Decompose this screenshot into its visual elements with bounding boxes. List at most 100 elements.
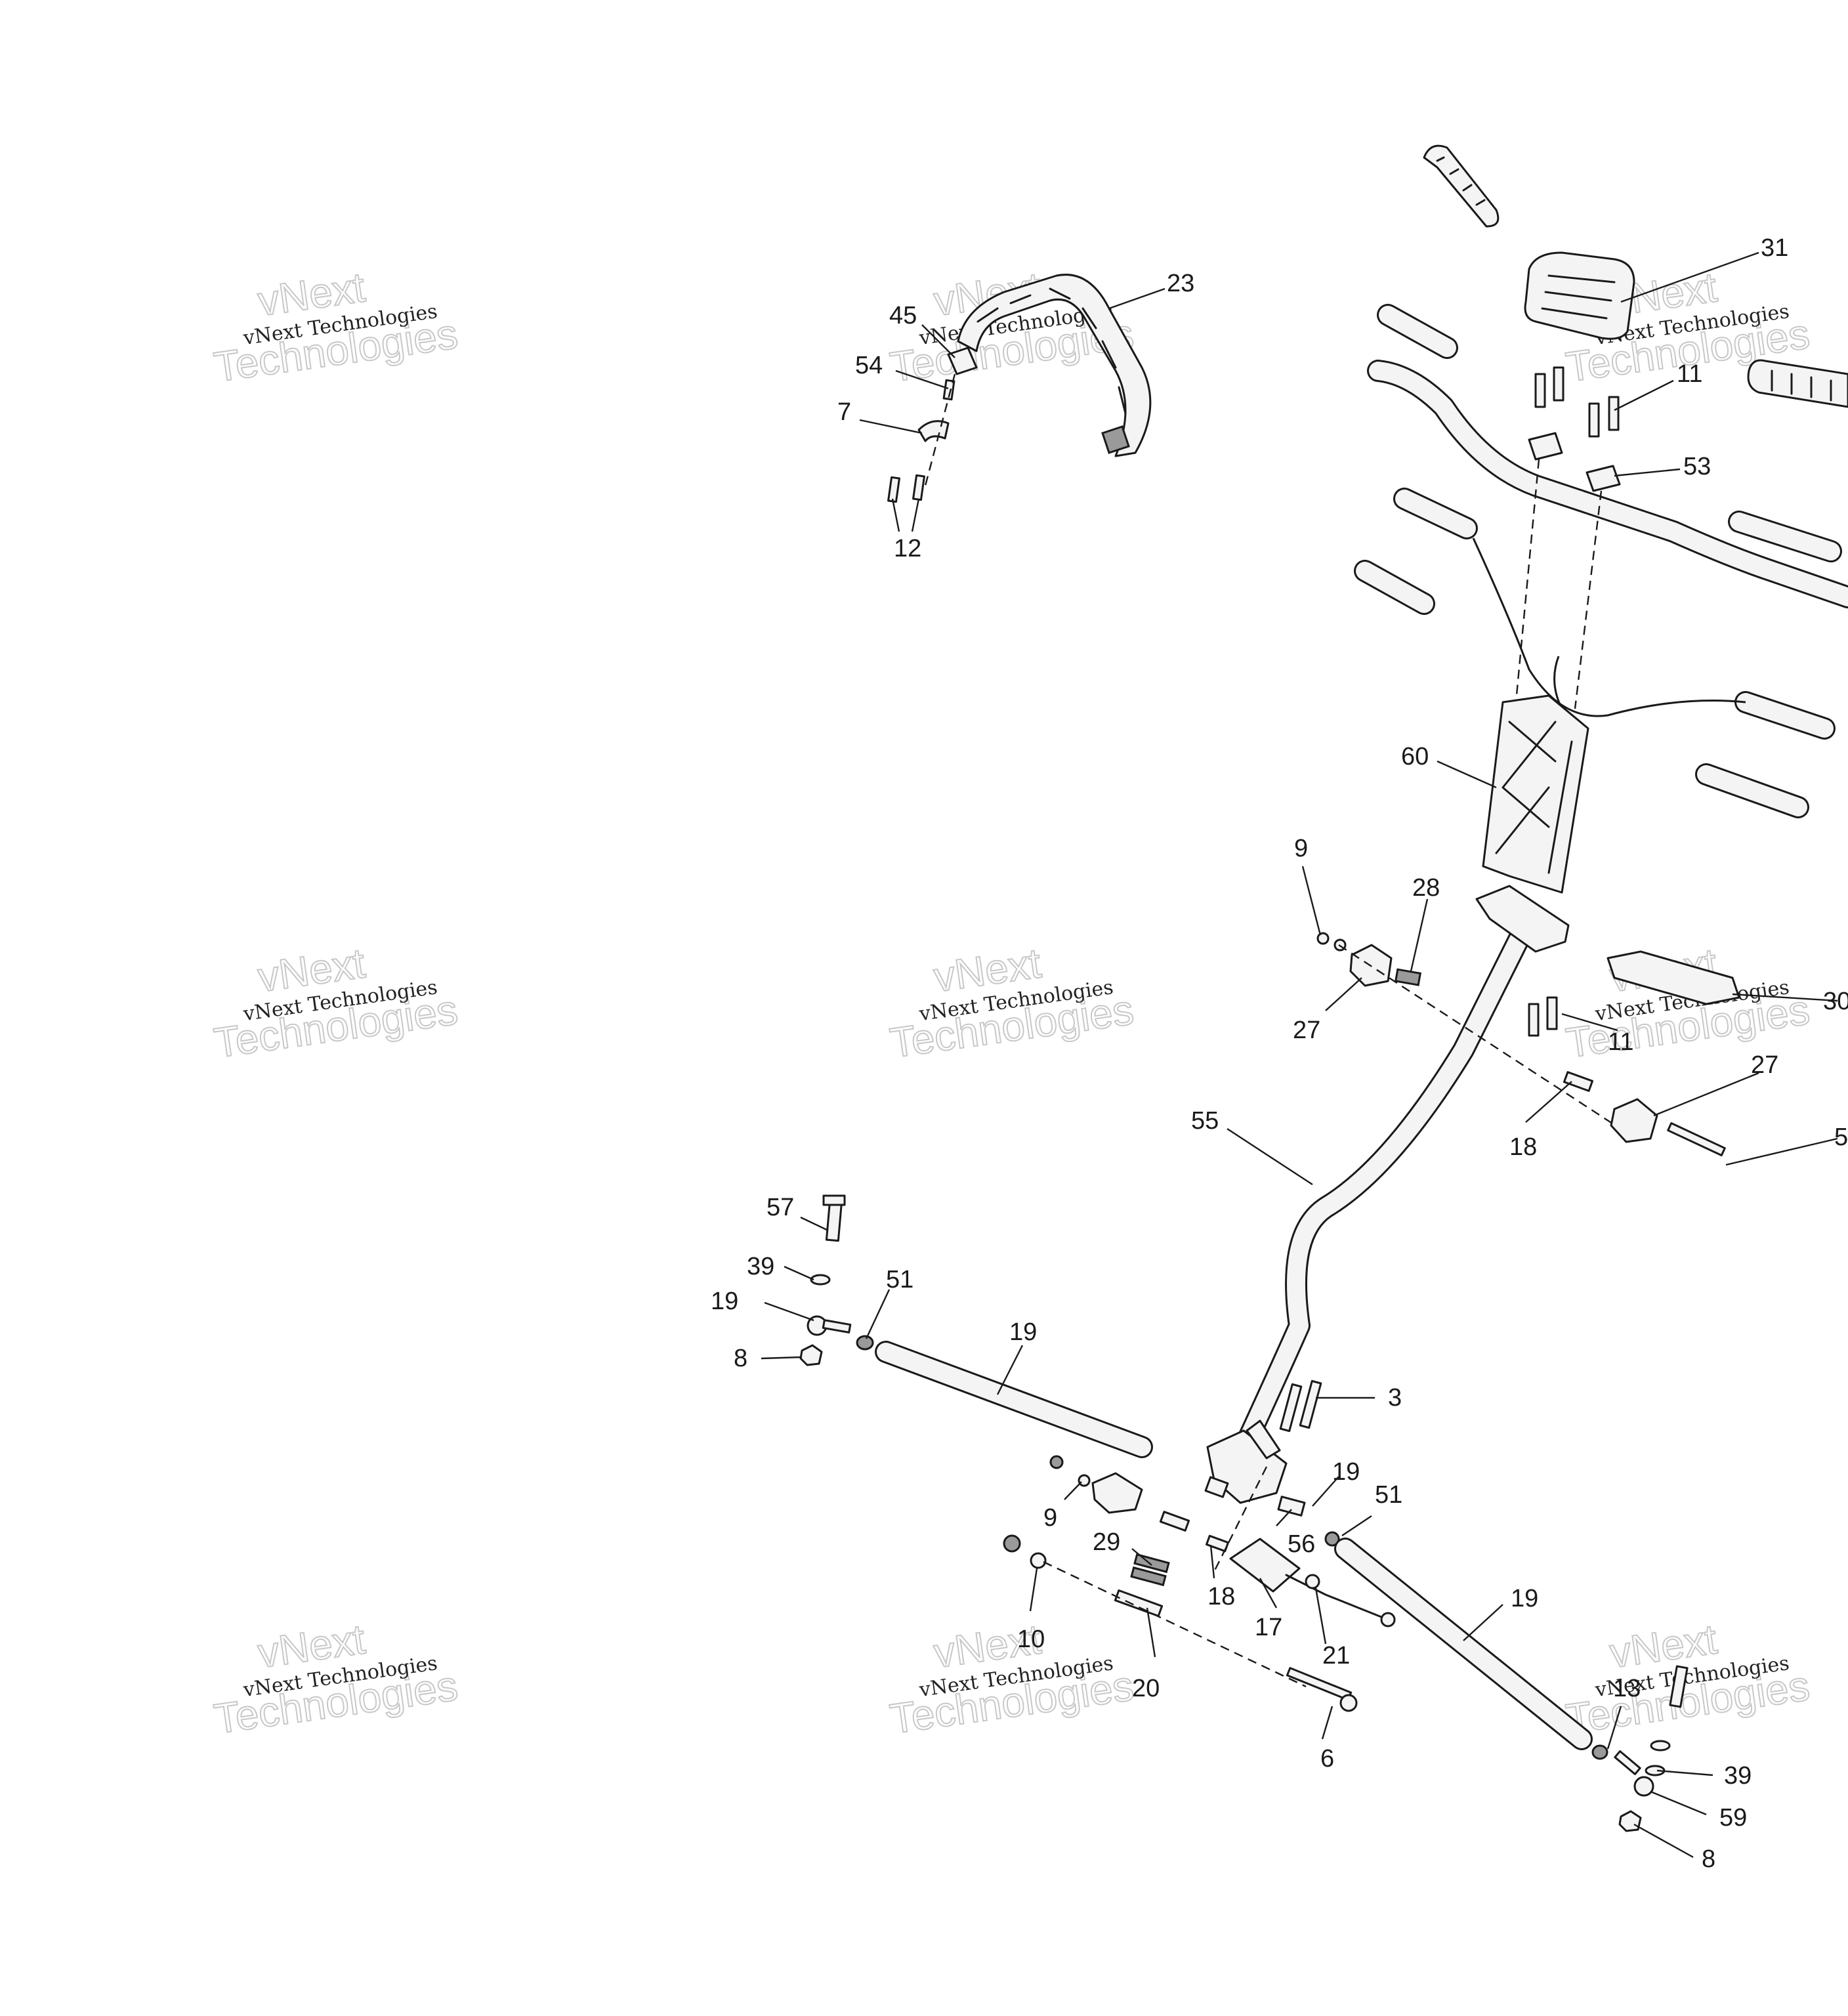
watermark: vNext Technologies vNext Technologies: [211, 938, 461, 1067]
callout-13: 13: [1613, 1675, 1641, 1702]
clamp-part: [947, 346, 978, 375]
callout-19: 19: [1511, 1585, 1538, 1612]
callout-19: 19: [1332, 1458, 1360, 1486]
callout-45: 45: [889, 302, 917, 329]
nut-part: [799, 1344, 823, 1366]
callout-9: 9: [1043, 1504, 1057, 1532]
callout-39: 39: [747, 1253, 774, 1280]
callout-39: 39: [1724, 1762, 1752, 1790]
callout-10: 10: [1017, 1626, 1045, 1653]
handlebar-tube-part: [1367, 360, 1848, 608]
bushing-part: [1394, 968, 1422, 986]
callout-54: 54: [855, 352, 883, 379]
callout-8: 8: [1702, 1845, 1715, 1873]
callout-17: 17: [1255, 1614, 1282, 1641]
nut-part: [856, 1335, 874, 1351]
grip-sleeve-part: [1695, 763, 1809, 818]
bushing-part: [1277, 1496, 1306, 1517]
spacer-part: [1159, 1511, 1229, 1553]
assembly-line: [1515, 459, 1540, 703]
callout-11: 11: [1608, 1028, 1633, 1056]
tie-rod-part: [875, 1341, 1153, 1458]
callout-8: 8: [734, 1345, 747, 1372]
watermark: vNext Technologies vNext Technologies: [887, 1614, 1137, 1743]
screw-part: [942, 379, 956, 401]
callout-12: 12: [894, 535, 921, 562]
nut-part: [1618, 1810, 1642, 1832]
bolt-part: [1279, 1379, 1322, 1433]
tie-rod-end-part: [1091, 1472, 1143, 1514]
nut-part: [1591, 1744, 1608, 1760]
assembly-line: [1213, 1466, 1268, 1572]
bolt-part: [887, 474, 925, 503]
assembly-line: [1043, 1561, 1307, 1688]
bracket-part: [917, 420, 950, 442]
callout-57: 57: [766, 1194, 794, 1221]
heater-wire: [1472, 537, 1746, 717]
callout-19: 19: [1009, 1318, 1037, 1346]
callout-55: 55: [1191, 1107, 1219, 1135]
grip-sleeve-part: [1377, 304, 1458, 359]
callout-56: 56: [1288, 1530, 1315, 1558]
callout-7: 7: [837, 398, 851, 426]
callout-18: 18: [1509, 1133, 1537, 1161]
callout-30: 30: [1823, 988, 1848, 1015]
washer-part: [1645, 1740, 1671, 1776]
watermark: vNext Technologies vNext Technologies: [887, 938, 1137, 1067]
grip-part: [1747, 359, 1848, 408]
grip-part: [1423, 144, 1500, 228]
callout-18: 18: [1208, 1583, 1235, 1610]
grip-sleeve-part: [1728, 511, 1842, 562]
callout-21: 21: [1322, 1642, 1350, 1670]
callout-3: 3: [1388, 1384, 1402, 1412]
grab-handle-part: [957, 274, 1152, 457]
callout-9: 9: [1294, 835, 1308, 862]
spacer-part: [1114, 1589, 1164, 1617]
bolt-part: [1286, 1667, 1358, 1712]
callout-27: 27: [1751, 1051, 1778, 1079]
callout-6: 6: [1320, 1745, 1334, 1773]
callout-23: 23: [1167, 270, 1194, 297]
bushing-part: [1204, 1476, 1229, 1498]
bolt-part: [1667, 1122, 1726, 1156]
heater-grip-part: [1734, 691, 1836, 740]
switch-housing-part: [1524, 251, 1635, 340]
callout-27: 27: [1293, 1017, 1320, 1044]
assembly-line: [924, 373, 956, 486]
callout-5: 5: [1834, 1124, 1848, 1151]
nut-part: [1324, 1531, 1340, 1547]
cover-part: [1606, 950, 1740, 1005]
bolt-part: [1534, 366, 1620, 438]
callout-19: 19: [711, 1288, 738, 1315]
grip-sleeve-part: [1354, 560, 1435, 615]
nut-part: [1049, 1455, 1091, 1487]
steering-arm-part: [1229, 1538, 1301, 1593]
nut-part: [1316, 932, 1347, 952]
ball-joint-part: [807, 1315, 852, 1336]
leader-lines: [761, 251, 1838, 1858]
bolt-part: [822, 1194, 846, 1242]
callout-51: 51: [1375, 1481, 1402, 1509]
callout-11: 11: [1677, 360, 1702, 388]
callout-29: 29: [1093, 1528, 1120, 1556]
spacer-part: [1563, 1071, 1594, 1092]
watermark: vNext Technologies vNext Technologies: [211, 1614, 461, 1743]
bolt-part: [1669, 1665, 1689, 1708]
assembly-line: [1574, 490, 1603, 709]
callout-51: 51: [886, 1266, 914, 1293]
plate-part: [1130, 1553, 1170, 1587]
riser-block-part: [1482, 694, 1589, 894]
bolt-part: [1528, 996, 1558, 1037]
grip-sleeve-part: [1393, 488, 1478, 539]
callout-28: 28: [1412, 874, 1440, 902]
washer-part: [810, 1274, 831, 1286]
link-part: [1285, 1574, 1396, 1628]
watermark: vNext Technologies vNext Technologies: [211, 262, 461, 391]
nut-part: [1003, 1534, 1047, 1569]
tie-rod-end-part: [1610, 1098, 1658, 1143]
riser-clamp-part: [1528, 432, 1621, 492]
callout-59: 59: [1719, 1804, 1747, 1832]
callout-20: 20: [1132, 1675, 1160, 1702]
callout-53: 53: [1683, 453, 1711, 480]
